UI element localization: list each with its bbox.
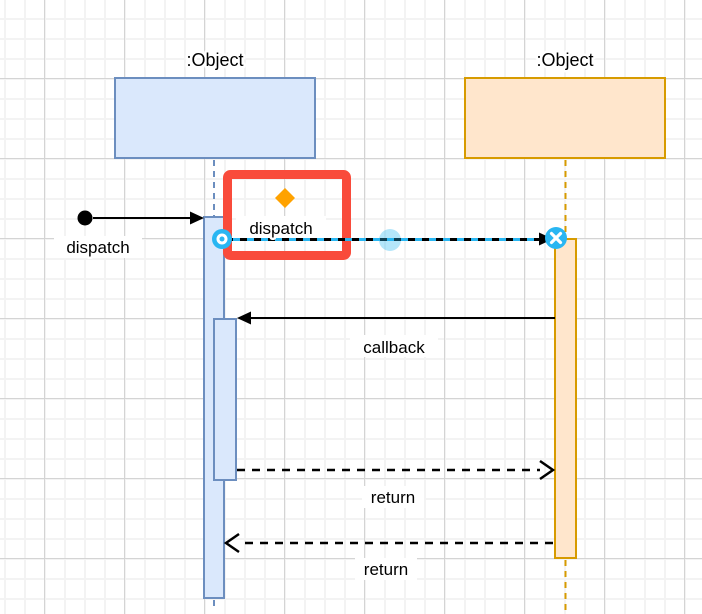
edge-midpoint-handle[interactable] — [379, 229, 401, 251]
lifeline-left-header[interactable] — [114, 77, 316, 159]
lifeline-right-header[interactable] — [464, 77, 666, 159]
label-background — [350, 335, 438, 357]
open-arrowhead-icon — [539, 459, 556, 481]
message-callback[interactable] — [237, 311, 555, 325]
arrowhead-icon — [190, 211, 204, 225]
found-message-start-circle[interactable] — [77, 210, 93, 226]
diamond-marker-icon[interactable] — [275, 188, 295, 208]
edge-source-endpoint-handle[interactable] — [212, 229, 232, 249]
message-return-2[interactable] — [223, 532, 553, 554]
activation-bar-right[interactable] — [554, 238, 577, 559]
return2-message-label[interactable]: return — [361, 558, 410, 582]
lifeline-right-title[interactable]: :Object — [534, 48, 596, 73]
label-background — [54, 236, 142, 258]
open-arrowhead-icon — [223, 532, 240, 554]
highlight-rectangle[interactable] — [223, 170, 351, 260]
edge-target-endpoint-handle[interactable] — [545, 227, 567, 249]
dispatch-message-label[interactable]: dispatch — [247, 217, 315, 241]
arrowhead-icon — [237, 311, 251, 325]
return1-message-label[interactable]: return — [368, 486, 417, 510]
found-message-label[interactable]: dispatch — [64, 236, 132, 260]
message-found-dispatch[interactable] — [77, 210, 205, 226]
message-return-1[interactable] — [237, 459, 556, 481]
activation-bar-left-nested[interactable] — [213, 318, 237, 481]
endpoint-x-icon — [549, 231, 563, 245]
label-background — [236, 216, 326, 238]
callback-message-label[interactable]: callback — [361, 336, 428, 360]
label-background — [362, 486, 424, 508]
label-background — [355, 558, 417, 580]
lifeline-left-title[interactable]: :Object — [184, 48, 246, 73]
